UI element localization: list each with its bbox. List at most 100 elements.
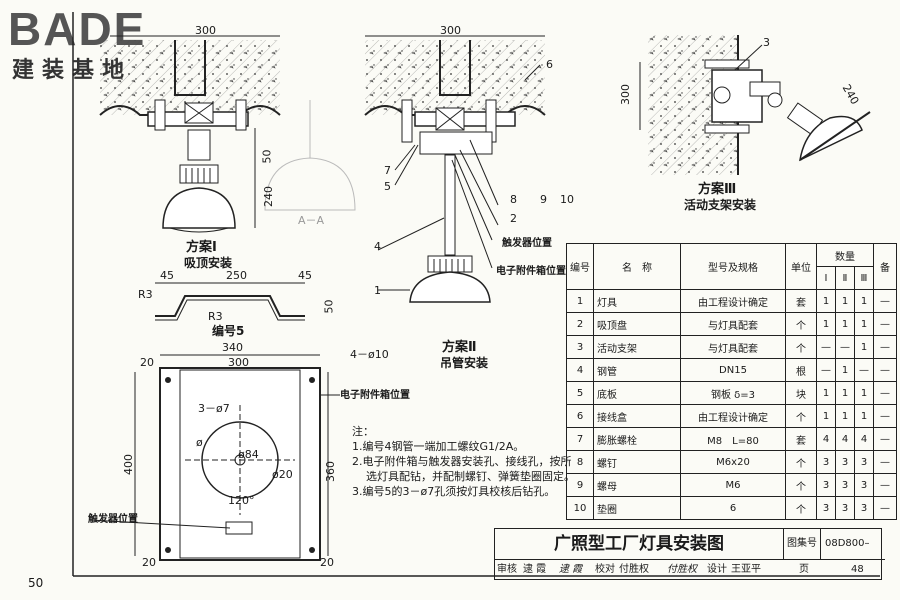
cell-q2: 4: [835, 427, 855, 451]
cell-unit: 个: [785, 473, 817, 497]
cell-no: 10: [566, 496, 594, 520]
cell-spec: 由工程设计确定: [680, 404, 786, 428]
page-label: 页: [799, 564, 809, 575]
dim-300-scheme2: 300: [440, 24, 461, 37]
checker-name: 付胜权: [619, 564, 649, 575]
callout-10: 10: [560, 193, 574, 206]
radius-r3-bottom: R3: [208, 310, 223, 323]
electronic-box-label-plate: 电子附件箱位置: [340, 390, 410, 401]
cell-note: —: [873, 450, 897, 474]
page-number: 48: [851, 564, 864, 575]
caption-part-5: 编号5: [212, 324, 245, 338]
cell-spec: M6: [680, 473, 786, 497]
cell-q3: 3: [854, 496, 874, 520]
header-unit: 单位: [785, 243, 817, 290]
header-q3: Ⅲ: [854, 266, 874, 290]
table-header-row: 编号 名 称 型号及规格 单位 数量 备: [566, 243, 897, 290]
cell-q1: 3: [816, 473, 836, 497]
cell-spec: 钢板 δ=3: [680, 381, 786, 405]
cell-note: —: [873, 404, 897, 428]
cell-unit: 块: [785, 381, 817, 405]
cell-note: —: [873, 473, 897, 497]
caption-scheme-3-sub: 活动支架安装: [684, 198, 757, 212]
cell-spec: 6: [680, 496, 786, 520]
cell-spec: 由工程设计确定: [680, 289, 786, 313]
cell-note: —: [873, 335, 897, 359]
title-block: 广照型工厂灯具安装图 图集号 08D800– 审核 逮 霞 逮 霞 校对 付胜权…: [494, 528, 885, 580]
cell-unit: 个: [785, 312, 817, 336]
cell-q3: 1: [854, 289, 874, 313]
dim-20-bottom-right: 20: [320, 556, 334, 569]
table-subheader-row: Ⅰ Ⅱ Ⅲ: [567, 266, 897, 290]
checker-signature: 付胜权: [667, 564, 697, 575]
reviewer-signature: 逮 霞: [559, 564, 583, 575]
cell-q1: 3: [816, 450, 836, 474]
caption-scheme-1-sub: 吸顶安装: [184, 256, 233, 270]
dim-45-left: 45: [160, 269, 174, 282]
header-spec: 型号及规格: [680, 243, 786, 290]
header-qty: 数量: [816, 243, 874, 267]
cell-name: 灯具: [593, 289, 681, 313]
dim-phi20: ø20: [272, 468, 293, 481]
callout-8: 8: [510, 193, 517, 206]
caption-scheme-2: 方案Ⅱ: [442, 340, 477, 355]
callout-2: 2: [510, 212, 517, 225]
note-2a: 2.电子附件箱与触发器安装孔、接线孔，按所: [352, 455, 572, 468]
trigger-position-label-plate: 触发器位置: [88, 514, 138, 525]
cell-q1: 1: [816, 289, 836, 313]
cell-no: 4: [566, 358, 594, 382]
dim-phi84: ø84: [238, 448, 259, 461]
notes-title: 注：: [352, 425, 374, 438]
electronic-box-label: 电子附件箱位置: [496, 266, 566, 277]
cell-note: —: [873, 289, 897, 313]
reviewer-name: 逮 霞: [523, 564, 547, 575]
dim-3-holes: 3－ø7: [198, 402, 230, 415]
dim-240: 240: [262, 186, 275, 207]
header-q2: Ⅱ: [835, 266, 855, 290]
scheme-2-drawing: [364, 35, 546, 303]
dim-50: 50: [260, 149, 274, 164]
header-no: 编号: [566, 243, 594, 290]
review-label: 审核: [497, 564, 517, 575]
cell-q3: 3: [854, 450, 874, 474]
cell-q1: 1: [816, 404, 836, 428]
dim-4-holes: 4－ø10: [350, 348, 389, 361]
callout-7: 7: [384, 164, 391, 177]
cell-q2: 1: [835, 358, 855, 382]
page-number-left: 50: [28, 576, 44, 590]
cell-unit: 根: [785, 358, 817, 382]
cell-q3: 1: [854, 335, 874, 359]
dim-20-top: 20: [140, 356, 154, 369]
cell-unit: 个: [785, 450, 817, 474]
dim-300-plate: 300: [228, 356, 249, 369]
dim-300-scheme1: 300: [195, 24, 216, 37]
drawing-title: 广照型工厂灯具安装图: [495, 529, 784, 560]
cell-spec: M6x20: [680, 450, 786, 474]
cell-q2: 3: [835, 450, 855, 474]
cell-q3: 3: [854, 473, 874, 497]
cell-unit: 个: [785, 404, 817, 428]
cell-q1: 1: [816, 312, 836, 336]
callout-5: 5: [384, 180, 391, 193]
cell-spec: M8 L=80: [680, 427, 786, 451]
cell-q1: 1: [816, 381, 836, 405]
cell-no: 9: [566, 473, 594, 497]
callout-3: 3: [763, 36, 770, 49]
cell-unit: 套: [785, 427, 817, 451]
check-label: 校对: [595, 564, 615, 575]
cell-spec: 与灯具配套: [680, 312, 786, 336]
header-q1: Ⅰ: [816, 266, 836, 290]
cell-q1: 3: [816, 496, 836, 520]
cell-q2: —: [835, 335, 855, 359]
note-1: 1.编号4钢管一端加工螺纹G1/2A。: [352, 440, 525, 453]
callout-1: 1: [374, 284, 381, 297]
dim-50-part5: 50: [322, 299, 336, 314]
cell-q3: 1: [854, 381, 874, 405]
